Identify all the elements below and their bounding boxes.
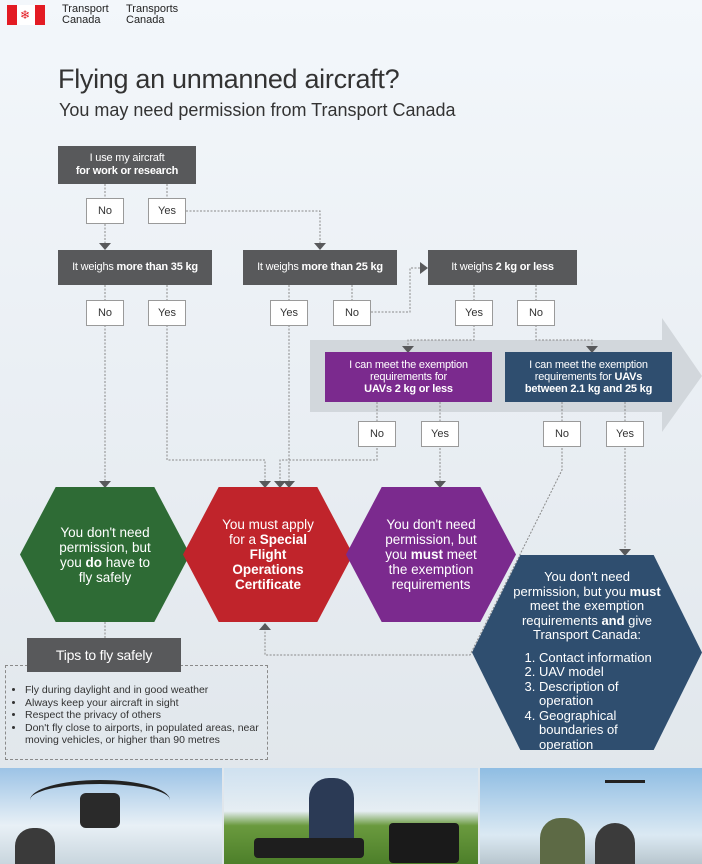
canada-flag-logo: ❄ <box>7 5 45 25</box>
outcome-exemption-and-notify: You don't need permission, but you must … <box>472 555 702 750</box>
question-2kg-or-less: It weighs 2 kg or less <box>428 250 577 285</box>
tips-panel: Fly during daylight and in good weather … <box>5 665 268 760</box>
answer-no: No <box>333 300 371 326</box>
outcome-apply-sfoc: You must apply for a Special Flight Oper… <box>183 487 353 622</box>
photo-drone-operator <box>0 768 222 864</box>
page-title: Flying an unmanned aircraft? <box>58 64 400 94</box>
outcome-fly-safely: You don't need permission, but you do ha… <box>20 487 190 622</box>
answer-no: No <box>358 421 396 447</box>
page-subtitle: You may need permission from Transport C… <box>59 100 456 120</box>
answer-yes: Yes <box>421 421 459 447</box>
tips-title: Tips to fly safely <box>27 638 181 672</box>
tip-item: Fly during daylight and in good weather <box>25 684 267 697</box>
answer-yes: Yes <box>455 300 493 326</box>
answer-yes: Yes <box>148 198 186 224</box>
tip-item: Don't fly close to airports, in populate… <box>25 722 270 747</box>
answer-no: No <box>86 198 124 224</box>
answer-no: No <box>543 421 581 447</box>
answer-yes: Yes <box>606 421 644 447</box>
required-info-item: Description of operation <box>539 679 657 709</box>
question-more-than-35kg: It weighs more than 35 kg <box>58 250 212 285</box>
tip-item: Respect the privacy of others <box>25 709 267 722</box>
tip-item: Always keep your aircraft in sight <box>25 697 267 710</box>
required-info-item: Geographical boundaries of operation <box>539 708 657 750</box>
outcome-meet-exemption: You don't need permission, but you must … <box>346 487 516 622</box>
question-more-than-25kg: It weighs more than 25 kg <box>243 250 397 285</box>
answer-yes: Yes <box>270 300 308 326</box>
required-info-item: UAV model <box>539 664 657 680</box>
required-info-item: Contact information <box>539 650 657 666</box>
answer-yes: Yes <box>148 300 186 326</box>
photo-people-watching-drone <box>480 768 702 864</box>
photo-man-with-drone <box>224 768 478 864</box>
answer-no: No <box>517 300 555 326</box>
answer-no: No <box>86 300 124 326</box>
